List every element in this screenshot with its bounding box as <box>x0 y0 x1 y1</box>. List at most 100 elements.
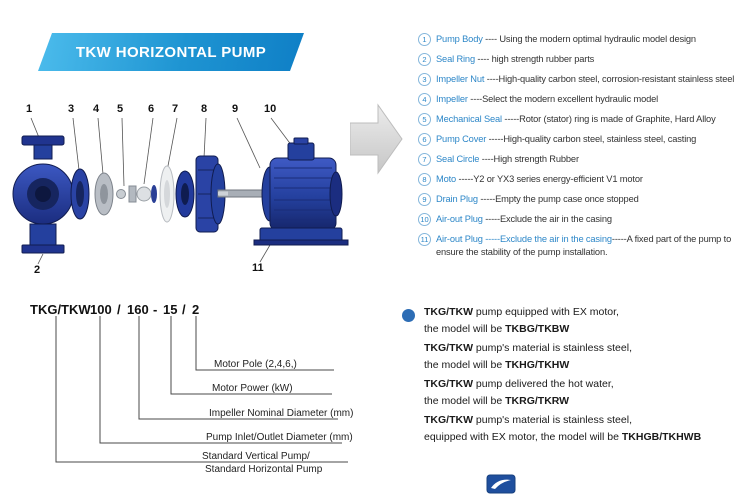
note-bold: TKG/TKW <box>424 306 473 318</box>
part-item: 5 Mechanical Seal -----Rotor (stator) ri… <box>418 113 754 126</box>
part-number-badge: 8 <box>418 173 431 186</box>
part-desc: -----Exclude the air in the casing <box>482 214 612 224</box>
note-model-code: TKHG/TKHW <box>505 359 570 371</box>
model-label-series-1: Standard Vertical Pump/ <box>202 451 310 462</box>
part-number-badge: 4 <box>418 93 431 106</box>
note-item: TKG/TKW pump delivered the hot water, th… <box>424 378 744 408</box>
part-number-badge: 3 <box>418 73 431 86</box>
part-item: 9 Drain Plug -----Empty the pump case on… <box>418 193 754 206</box>
part-desc: -----A fixed part of the pump to ensure … <box>436 234 732 257</box>
model-breakdown-lines <box>55 316 348 463</box>
note-text: the model will be <box>424 323 506 335</box>
note-text: pump equipped with EX motor, <box>473 306 619 318</box>
model-code-impeller: 160 <box>127 302 149 317</box>
part-item: 10 Air-out Plug -----Exclude the air in … <box>418 213 754 226</box>
part-desc: ----Select the modern excellent hydrauli… <box>467 94 659 104</box>
part-item: 6 Pump Cover -----High-quality carbon st… <box>418 133 754 146</box>
part-item: 1 Pump Body ---- Using the modern optima… <box>418 33 754 46</box>
part-number-badge: 5 <box>418 113 431 126</box>
diagram-number-1: 1 <box>26 103 33 115</box>
note-item: TKG/TKW pump equipped with EX motor, the… <box>424 306 744 336</box>
part-desc: -----Y2 or YX3 series energy-efficient V… <box>456 174 643 184</box>
part-desc: -----Rotor (stator) ring is made of Grap… <box>501 114 716 124</box>
note-bold: TKG/TKW <box>424 414 473 426</box>
note-bold: TKG/TKW <box>424 342 473 354</box>
mechanical-seal-parts <box>116 185 157 203</box>
model-variant-notes: TKG/TKW pump equipped with EX motor, the… <box>424 306 744 450</box>
part-name: Seal Ring <box>436 54 475 64</box>
brand-logo <box>486 474 516 494</box>
leader-lines <box>30 117 293 265</box>
model-label-inlet: Pump Inlet/Outlet Diameter (mm) <box>206 432 353 443</box>
motor-part <box>253 137 349 246</box>
part-name: Seal Circle <box>436 154 480 164</box>
note-item: TKG/TKW pump's material is stainless ste… <box>424 342 744 372</box>
diagram-number-7: 7 <box>172 103 179 115</box>
note-item: TKG/TKW pump's material is stainless ste… <box>424 414 744 444</box>
part-number-badge: 10 <box>418 213 431 226</box>
part-desc: ----High-quality carbon steel, corrosion… <box>484 74 735 84</box>
part-item: 8 Moto -----Y2 or YX3 series energy-effi… <box>418 173 754 186</box>
diagram-number-4: 4 <box>93 103 100 115</box>
part-item: 4 Impeller ----Select the modern excelle… <box>418 93 754 106</box>
diagram-number-9: 9 <box>232 103 239 115</box>
note-model-code: TKHGB/TKHWB <box>621 431 702 443</box>
note-model-code: TKRG/TKRW <box>505 395 570 407</box>
part-number-badge: 9 <box>418 193 431 206</box>
pump-body-part <box>12 135 74 254</box>
part-number-badge: 2 <box>418 53 431 66</box>
part-item: 7 Seal Circle ----High strength Rubber <box>418 153 754 166</box>
model-code-sep: - <box>153 302 158 317</box>
model-code-pole: 2 <box>192 302 200 317</box>
model-code-sep: / <box>182 302 186 317</box>
diagram-number-3: 3 <box>68 103 75 115</box>
part-name: Moto <box>436 174 457 184</box>
part-desc: ---- Using the modern optimal hydraulic … <box>482 34 696 44</box>
part-item: 11 Air-out Plug -----Exclude the air in … <box>418 233 754 259</box>
part-name: Impeller Nut <box>436 74 485 84</box>
note-text: the model will be <box>424 359 506 371</box>
part-desc: -----High-quality carbon steel, stainles… <box>486 134 697 144</box>
model-label-series-2: Standard Horizontal Pump <box>205 464 323 475</box>
diagram-number-5: 5 <box>117 103 124 115</box>
part-desc: -----Empty the pump case once stopped <box>477 194 639 204</box>
model-label-pole: Motor Pole (2,4,6,) <box>214 359 297 370</box>
page-title-banner: TKW HORIZONTAL PUMP <box>38 33 304 71</box>
page-title: TKW HORIZONTAL PUMP <box>75 43 267 61</box>
note-text: the model will be <box>424 395 506 407</box>
shaft-part <box>217 189 267 198</box>
impeller-part <box>94 172 114 216</box>
seal-circle-part <box>175 170 195 218</box>
note-text: pump's material is stainless steel, <box>473 342 632 354</box>
note-text: pump's material is stainless steel, <box>473 414 632 426</box>
part-name: Mechanical Seal <box>436 114 502 124</box>
part-desc: ---- high strength rubber parts <box>474 54 595 64</box>
model-code-inlet: 100 <box>90 302 112 317</box>
diagram-number-6: 6 <box>148 103 155 115</box>
diagram-number-10: 10 <box>264 103 277 115</box>
model-label-impeller: Impeller Nominal Diameter (mm) <box>209 408 354 419</box>
part-name: Pump Cover <box>436 134 487 144</box>
part-name: Pump Body <box>436 34 483 44</box>
model-code-sep: / <box>117 302 121 317</box>
diagram-number-2: 2 <box>34 264 41 276</box>
note-text: pump delivered the hot water, <box>473 378 614 390</box>
pump-exploded-diagram <box>12 117 349 265</box>
model-label-power: Motor Power (kW) <box>212 383 293 394</box>
diagram-number-8: 8 <box>201 103 208 115</box>
part-desc-blue: -----Exclude the air in the casing <box>482 234 612 244</box>
part-item: 2 Seal Ring ---- high strength rubber pa… <box>418 53 754 66</box>
note-text: equipped with EX motor, the model will b… <box>424 431 622 443</box>
part-number-badge: 11 <box>418 233 431 246</box>
parts-list: 1 Pump Body ---- Using the modern optima… <box>418 33 754 266</box>
model-code-power: 15 <box>163 302 178 317</box>
diagram-number-11: 11 <box>252 262 264 274</box>
bullet-icon <box>402 309 415 322</box>
part-number-badge: 6 <box>418 133 431 146</box>
part-name: Air-out Plug <box>436 214 483 224</box>
note-model-code: TKBG/TKBW <box>505 323 570 335</box>
part-number-badge: 1 <box>418 33 431 46</box>
seal-ring-part <box>70 168 90 220</box>
model-code-series: TKG/TKW <box>30 302 91 317</box>
